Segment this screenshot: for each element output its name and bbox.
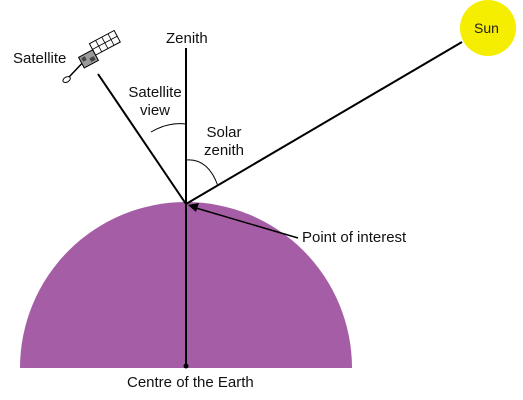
satellite-view-angle-arc — [150, 123, 187, 133]
solar-zenith-label-line-2: zenith — [203, 142, 245, 159]
sun-line — [185, 41, 463, 205]
point-of-interest-arrowhead — [188, 203, 199, 212]
solar-zenith-label: Solar zenith — [192, 124, 256, 160]
satellite-view-label: Satellite view — [120, 84, 190, 120]
satellite-view-label-line-2: view — [139, 102, 170, 119]
solar-zenith-label-line-1: Solar — [206, 124, 242, 141]
earth-centre-dot — [183, 363, 189, 369]
point-of-interest-pointer — [195, 207, 299, 239]
solar-zenith-angle-arc — [185, 159, 219, 187]
satellite-view-label-line-1: Satellite — [128, 84, 182, 101]
earth-centre-label: Centre of the Earth — [127, 374, 254, 391]
satellite-view-line — [97, 73, 187, 205]
zenith-label: Zenith — [166, 30, 208, 47]
sun-label: Sun — [474, 20, 499, 36]
satellite-label: Satellite — [13, 50, 67, 67]
sun-icon — [460, 0, 516, 56]
point-of-interest-label: Point of interest — [302, 229, 407, 246]
satellite-icon — [62, 29, 121, 83]
